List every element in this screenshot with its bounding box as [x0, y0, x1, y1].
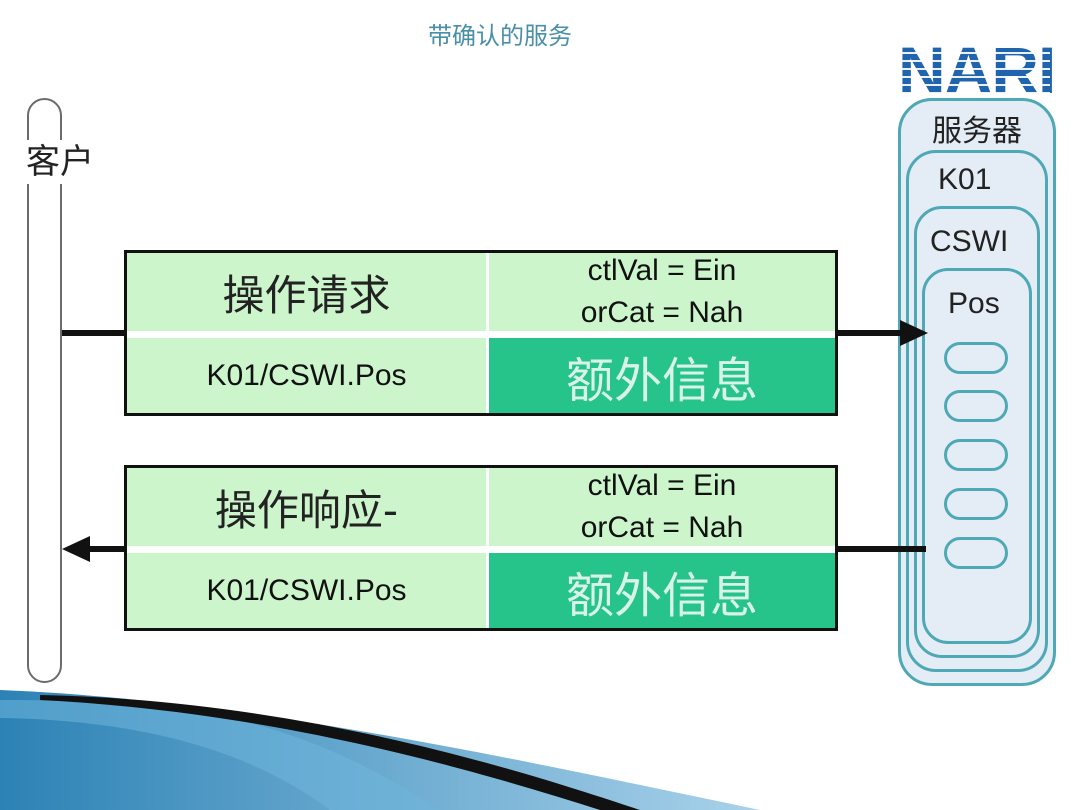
- request-service-name: 操作请求: [127, 253, 486, 331]
- nari-logo: NARI: [898, 37, 1056, 103]
- response-service-name: 操作响应-: [127, 468, 486, 546]
- logo-text: NARI: [898, 33, 1056, 107]
- response-params: ctlVal = Ein orCat = Nah: [489, 468, 835, 546]
- request-params: ctlVal = Ein orCat = Nah: [489, 253, 835, 331]
- ld-label: K01: [938, 163, 992, 196]
- client-label: 客户: [26, 140, 94, 184]
- ln-label: CSWI: [930, 225, 1009, 258]
- request-param-ctlval: ctlVal = Ein: [587, 254, 737, 287]
- request-extra-info: 额外信息: [489, 338, 835, 413]
- request-reference: K01/CSWI.Pos: [127, 338, 486, 413]
- do-label: Pos: [948, 287, 1000, 320]
- response-arrow-line-right: [836, 546, 926, 552]
- response-arrow-line-left: [86, 546, 126, 552]
- attribute-pill: [944, 342, 1008, 374]
- attribute-pill: [944, 537, 1008, 569]
- response-arrowhead: [62, 536, 90, 562]
- response-param-ctlval: ctlVal = Ein: [587, 469, 737, 502]
- server-label: 服务器: [932, 115, 1022, 148]
- request-arrow-line-left: [62, 330, 126, 336]
- response-param-orcat: orCat = Nah: [580, 511, 744, 544]
- attribute-pill: [944, 390, 1008, 422]
- request-param-orcat: orCat = Nah: [580, 296, 744, 329]
- attribute-pill: [944, 439, 1008, 471]
- response-message: 操作响应- ctlVal = Ein orCat = Nah K01/CSWI.…: [124, 465, 838, 631]
- request-arrowhead: [900, 320, 928, 346]
- request-message: 操作请求 ctlVal = Ein orCat = Nah K01/CSWI.P…: [124, 250, 838, 416]
- response-reference: K01/CSWI.Pos: [127, 553, 486, 628]
- request-arrow-line-right: [836, 330, 904, 336]
- slide-title: 带确认的服务: [428, 22, 572, 50]
- client-lifeline: [27, 98, 62, 683]
- attribute-pill: [944, 488, 1008, 520]
- response-extra-info: 额外信息: [489, 553, 835, 628]
